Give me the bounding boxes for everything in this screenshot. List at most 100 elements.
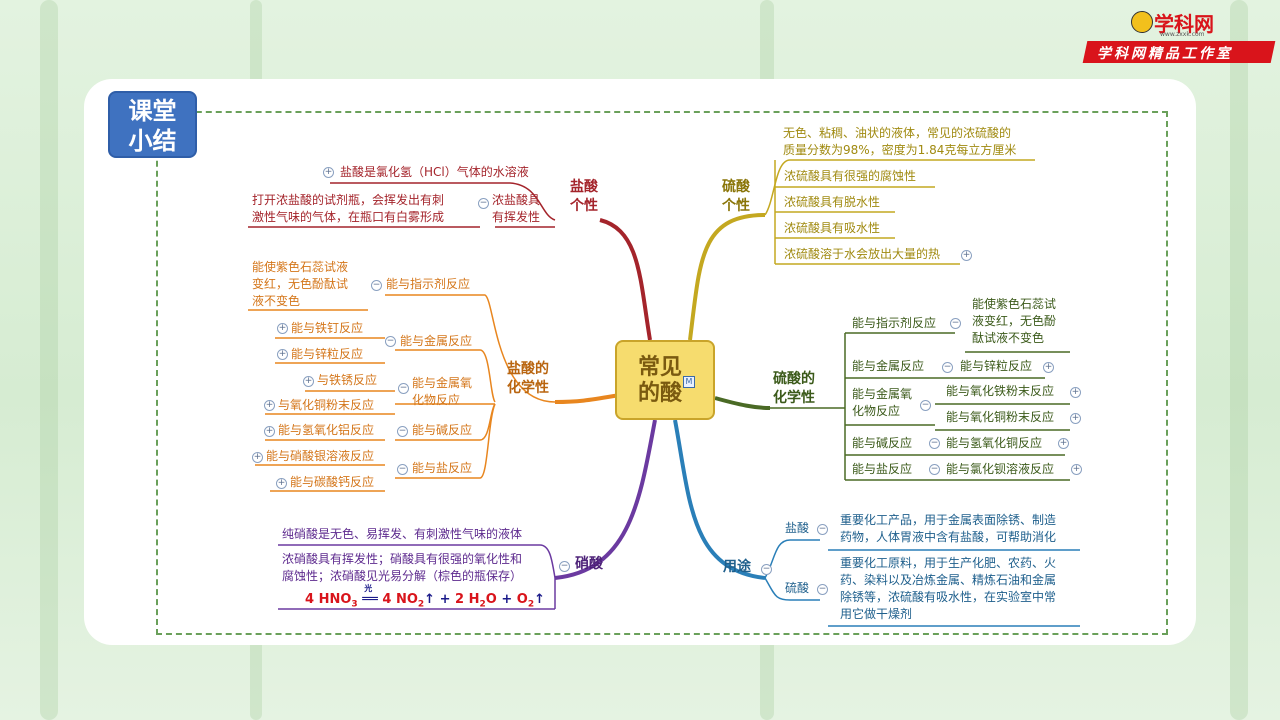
collapse-icon[interactable]: − — [817, 524, 828, 535]
h2so4-indicator[interactable]: 能与指示剂反应 — [852, 316, 937, 330]
collapse-icon[interactable]: − — [559, 561, 570, 572]
logo-url: www.zxxk.com — [1160, 31, 1205, 38]
expand-icon[interactable]: + — [264, 400, 275, 411]
expand-icon[interactable]: + — [277, 349, 288, 360]
h2so4-metal[interactable]: 能与金属反应 — [852, 359, 925, 373]
h2so4-oxide-b[interactable]: 能与氧化铜粉末反应 — [946, 410, 1055, 424]
expand-icon[interactable]: + — [276, 478, 287, 489]
detail-line: 酞试液不变色 — [972, 331, 1045, 345]
detail-line: 浓硝酸具有挥发性；硝酸具有很强的氧化性和 — [282, 552, 523, 566]
hcl-oxide-b[interactable]: 与氧化铜粉末反应 — [278, 398, 375, 412]
label-line: 浓盐酸具 — [492, 193, 541, 207]
h2so4-item-1[interactable]: 无色、粘稠、油状的液体，常见的浓硫酸的 质量分数为98%，密度为1.84克每立方… — [783, 125, 1016, 159]
expand-icon[interactable]: + — [277, 323, 288, 334]
nitric-title[interactable]: 硝酸 — [575, 556, 603, 572]
collapse-icon[interactable]: − — [920, 400, 931, 411]
h2so4-oxide-a[interactable]: 能与氧化铁粉末反应 — [946, 384, 1055, 398]
expand-icon[interactable]: + — [252, 452, 263, 463]
hcl-chem-title[interactable]: 盐酸的 化学性 — [507, 360, 549, 398]
uses-title[interactable]: 用途 — [723, 559, 751, 575]
h2so4-metal-a[interactable]: 能与锌粒反应 — [960, 359, 1033, 373]
nitric-item-1[interactable]: 纯硝酸是无色、易挥发、有刺激性气味的液体 — [282, 527, 523, 541]
collapse-icon[interactable]: − — [371, 280, 382, 291]
uses-h2so4-detail[interactable]: 重要化工原料，用于生产化肥、农药、火 药、染料以及冶炼金属、精炼石油和金属 除锈… — [840, 555, 1056, 623]
collapse-icon[interactable]: − — [478, 198, 489, 209]
h2so4-base-a[interactable]: 能与氢氧化铜反应 — [946, 436, 1043, 450]
label-line: 化物反应 — [412, 393, 461, 407]
collapse-icon[interactable]: − — [398, 383, 409, 394]
expand-icon[interactable]: + — [1070, 413, 1081, 424]
h2so4-props-title[interactable]: 硫酸 个性 — [722, 178, 750, 216]
nitric-decomposition-equation: 4 HNO3 光══ 4 NO2↑ + 2 H2O + O2↑ — [305, 584, 545, 610]
central-topic-node[interactable] — [615, 340, 715, 420]
eq-subscript: 2 — [417, 599, 425, 610]
detail-line: 重要化工原料，用于生产化肥、农药、火 — [840, 556, 1057, 570]
expand-icon[interactable]: + — [264, 426, 275, 437]
collapse-icon[interactable]: − — [929, 438, 940, 449]
expand-icon[interactable]: + — [1071, 464, 1082, 475]
h2so4-chem-title[interactable]: 硫酸的 化学性 — [773, 370, 815, 408]
title-line: 化学性 — [773, 390, 815, 406]
collapse-icon[interactable]: − — [942, 362, 953, 373]
label-line: 能与金属氧 — [852, 387, 913, 401]
dashed-frame — [156, 111, 1168, 635]
collapse-icon[interactable]: − — [761, 564, 772, 575]
hcl-salt-b[interactable]: 能与碳酸钙反应 — [290, 475, 375, 489]
expand-icon[interactable]: + — [1058, 438, 1069, 449]
expand-icon[interactable]: + — [961, 250, 972, 261]
h2so4-item-3[interactable]: 浓硫酸具有脱水性 — [784, 195, 881, 209]
detail-line: 无色、粘稠、油状的液体，常见的浓硫酸的 — [783, 126, 1012, 140]
hcl-volatility-detail[interactable]: 打开浓盐酸的试剂瓶，会挥发出有刺 激性气味的气体，在瓶口有白雾形成 — [252, 192, 444, 226]
eq-condition: 光══ — [362, 584, 378, 607]
title-line: 个性 — [570, 198, 598, 214]
collapse-icon[interactable]: − — [397, 426, 408, 437]
expand-icon[interactable]: + — [303, 376, 314, 387]
collapse-icon[interactable]: − — [397, 464, 408, 475]
h2so4-salt[interactable]: 能与盐反应 — [852, 462, 913, 476]
eq-product: O — [485, 592, 497, 607]
collapse-icon[interactable]: − — [385, 336, 396, 347]
h2so4-item-2[interactable]: 浓硫酸具有很强的腐蚀性 — [784, 169, 917, 183]
detail-line: 液不变色 — [252, 294, 301, 308]
title-line: 硫酸的 — [773, 371, 815, 387]
uses-hcl-label[interactable]: 盐酸 — [785, 521, 810, 535]
hcl-indicator[interactable]: 能与指示剂反应 — [386, 277, 471, 291]
hcl-props-title[interactable]: 盐酸 个性 — [570, 178, 598, 216]
hcl-base[interactable]: 能与碱反应 — [412, 423, 473, 437]
h2so4-base[interactable]: 能与碱反应 — [852, 436, 913, 450]
detail-line: 用它做干燥剂 — [840, 607, 913, 621]
logo-text: 学科网 — [1154, 12, 1214, 36]
h2so4-salt-a[interactable]: 能与氯化钡溶液反应 — [946, 462, 1055, 476]
eq-product: 4 NO — [382, 592, 418, 607]
hcl-volatility-label[interactable]: 浓盐酸具 有挥发性 — [492, 192, 540, 226]
h2so4-item-5[interactable]: 浓硫酸溶于水会放出大量的热 — [784, 247, 941, 261]
hcl-salt-a[interactable]: 能与硝酸银溶液反应 — [266, 449, 375, 463]
expand-icon[interactable]: + — [323, 167, 334, 178]
hcl-base-a[interactable]: 能与氢氧化铝反应 — [278, 423, 375, 437]
eq-subscript: 2 — [527, 599, 535, 610]
h2so4-item-4[interactable]: 浓硫酸具有吸水性 — [784, 221, 881, 235]
label-line: 化物反应 — [852, 404, 901, 418]
detail-line: 药、染料以及冶炼金属、精炼石油和金属 — [840, 573, 1057, 587]
eq-product: O — [516, 592, 528, 607]
uses-h2so4-label[interactable]: 硫酸 — [785, 581, 810, 595]
nitric-item-2[interactable]: 浓硝酸具有挥发性；硝酸具有很强的氧化性和 腐蚀性；浓硝酸见光易分解（棕色的瓶保存… — [282, 551, 522, 585]
hcl-salt[interactable]: 能与盐反应 — [412, 461, 473, 475]
uses-hcl-detail[interactable]: 重要化工产品，用于金属表面除锈、制造 药物，人体胃液中含有盐酸，可帮助消化 — [840, 512, 1056, 546]
hcl-oxide-a[interactable]: 与铁锈反应 — [317, 373, 378, 387]
hcl-item-1[interactable]: 盐酸是氯化氢（HCl）气体的水溶液 — [340, 165, 529, 179]
collapse-icon[interactable]: − — [950, 318, 961, 329]
h2so4-oxide[interactable]: 能与金属氧 化物反应 — [852, 386, 912, 420]
expand-icon[interactable]: + — [1070, 387, 1081, 398]
expand-icon[interactable]: + — [1043, 362, 1054, 373]
hcl-metal-b[interactable]: 能与锌粒反应 — [291, 347, 364, 361]
hcl-indicator-detail[interactable]: 能使紫色石蕊试液 变红，无色酚酞试 液不变色 — [252, 259, 348, 310]
collapse-icon[interactable]: − — [817, 584, 828, 595]
hcl-metal-a[interactable]: 能与铁钉反应 — [291, 321, 364, 335]
hcl-oxide[interactable]: 能与金属氧 化物反应 — [412, 375, 472, 409]
hcl-metal[interactable]: 能与金属反应 — [400, 334, 473, 348]
collapse-icon[interactable]: − — [929, 464, 940, 475]
detail-line: 能使紫色石蕊试液 — [252, 260, 349, 274]
detail-line: 药物，人体胃液中含有盐酸，可帮助消化 — [840, 530, 1057, 544]
h2so4-indicator-detail[interactable]: 能使紫色石蕊试 液变红，无色酚 酞试液不变色 — [972, 296, 1056, 347]
